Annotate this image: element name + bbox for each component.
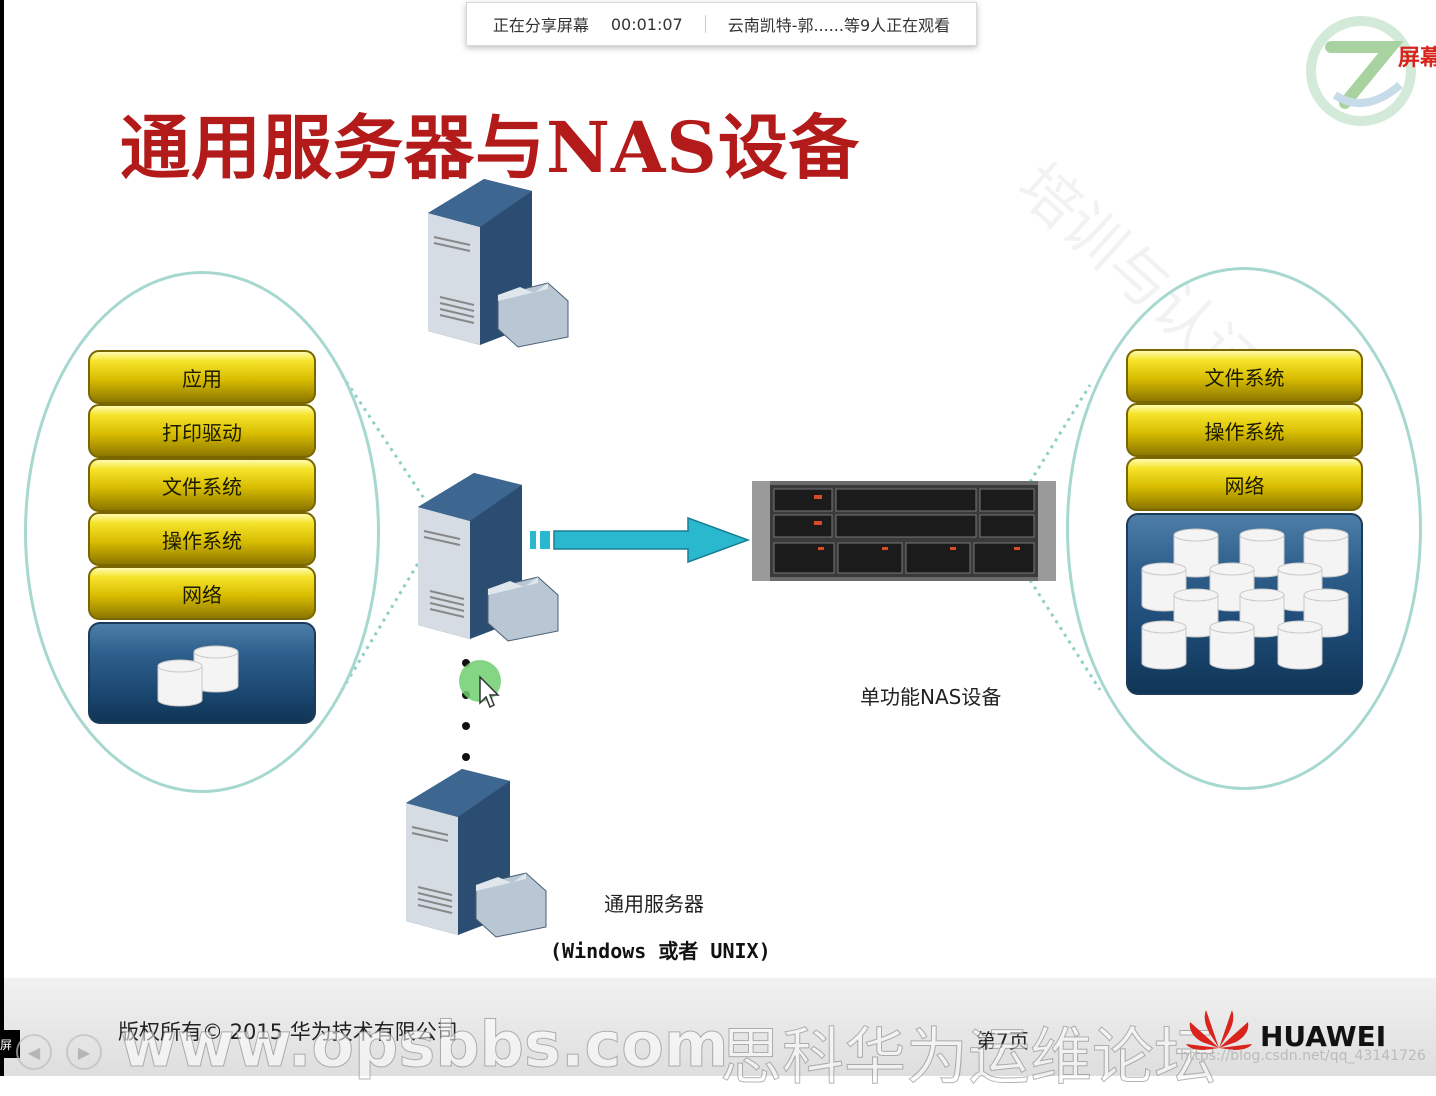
corner-logo-icon — [1306, 16, 1416, 126]
slide-title: 通用服务器与NAS设备 — [120, 106, 860, 189]
play-icon: ▶ — [77, 1042, 91, 1062]
layer-print-driver: 打印驱动 — [88, 404, 316, 458]
mouse-pointer-icon — [459, 660, 501, 709]
screen-share-bar: 正在分享屏幕 00:01:07 云南凯特-郭......等9人正在观看 — [466, 2, 977, 46]
disk-cylinder-icon — [157, 645, 239, 707]
right-disk-box — [1126, 513, 1363, 695]
corner-share-text: 屏幕 — [1398, 46, 1436, 71]
layer-operating-system: 操作系统 — [88, 512, 316, 566]
left-layer-stack: 应用 打印驱动 文件系统 操作系统 网络 — [88, 350, 316, 724]
share-divider — [704, 15, 706, 33]
blog-url: https://blog.csdn.net/qq_43141726 — [1180, 1048, 1426, 1064]
chevron-left-icon: ◀ — [27, 1042, 41, 1062]
share-viewers[interactable]: 云南凯特-郭......等9人正在观看 — [727, 16, 951, 35]
site-watermark: www.opsbbs.com — [119, 1008, 729, 1082]
huawei-flower-logo — [1186, 1010, 1252, 1050]
huawei-brand: HUAWEI — [1260, 1020, 1387, 1053]
layer-application: 应用 — [88, 350, 316, 404]
disk-array-icon — [1141, 528, 1349, 670]
arrow-right-icon — [530, 516, 751, 564]
site-watermark-cn: 思科华为运维论坛 — [719, 1020, 1217, 1094]
server-icon-bottom — [406, 769, 547, 938]
right-stack-ellipse — [1066, 267, 1422, 790]
left-disk-box — [88, 622, 316, 724]
server-icon-top — [428, 179, 569, 348]
left-edge-label[interactable]: 屏 — [0, 1030, 20, 1058]
left-stack-ellipse — [24, 271, 380, 793]
prev-slide-button[interactable]: ◀ — [16, 1034, 52, 1070]
copyright-text: 版权所有© 2015 华为技术有限公司 — [118, 1020, 458, 1044]
play-button[interactable]: ▶ — [66, 1034, 102, 1070]
layer-network: 网络 — [88, 566, 316, 620]
server-caption: 通用服务器 — [604, 892, 704, 916]
right-layer-stack: 文件系统 操作系统 网络 — [1126, 349, 1363, 695]
left-edge-bar — [0, 0, 4, 1076]
slide-footer — [4, 978, 1436, 1076]
server-os-caption: (Windows 或者 UNIX) — [550, 939, 771, 963]
ellipsis-dot — [462, 722, 470, 730]
layer-operating-system: 操作系统 — [1126, 403, 1363, 457]
server-icon-middle — [418, 473, 559, 642]
layer-file-system: 文件系统 — [88, 458, 316, 512]
layer-network: 网络 — [1126, 457, 1363, 511]
share-timer: 00:01:07 — [610, 14, 683, 34]
nas-caption: 单功能NAS设备 — [860, 685, 1002, 709]
rack-nas-icon — [752, 481, 1056, 581]
layer-file-system: 文件系统 — [1126, 349, 1363, 403]
page-number: 第7页 — [976, 1029, 1029, 1053]
share-status: 正在分享屏幕 — [492, 16, 589, 35]
ellipsis-dot — [462, 753, 470, 761]
